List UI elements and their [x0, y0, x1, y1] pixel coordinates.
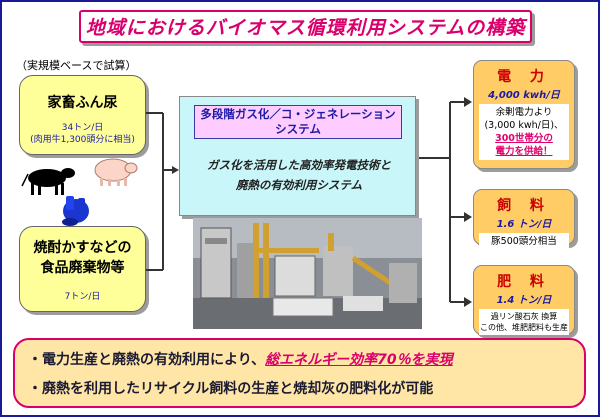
input-amount: 34トン/日: [61, 123, 104, 133]
system-title: 多段階ガス化／コ・ジェネレーション システム: [194, 105, 402, 139]
output-amount: 1.6 トン/日: [496, 219, 552, 230]
arrow-to-center: [172, 166, 179, 174]
system-box: 多段階ガス化／コ・ジェネレーション システム ガス化を活用した高効率発電技術と …: [179, 96, 416, 216]
output-detail: 余剰電力より (3,000 kwh/日)、 300世帯分の 電力を供給！: [479, 104, 569, 160]
output-amount: 1.4 トン/日: [496, 295, 552, 306]
plant-photo: [193, 218, 422, 329]
arrow-to-electricity: [464, 97, 472, 107]
input-equivalent: (肉用牛1,300頭分に相当): [30, 135, 135, 145]
output-connectors: [416, 101, 466, 303]
page-title: 地域におけるバイオマス循環利用システムの構築: [79, 10, 532, 43]
shochu-bottle-icon: [62, 196, 89, 226]
detail-line: 過リン酸石灰 換算: [490, 312, 558, 321]
input-amount: 7トン/日: [64, 292, 101, 302]
output-detail: 豚500頭分相当: [479, 233, 569, 250]
system-title-line1: 多段階ガス化／コ・ジェネレーション: [200, 107, 396, 121]
summary-line1-text: ・電力生産と廃熱の有効利用により、: [28, 352, 266, 368]
system-description-line2: 廃熱の有効利用システム: [235, 178, 363, 192]
summary-highlight: 総エネルギー効率70％を実現: [265, 352, 453, 368]
system-description-line1: ガス化を活用した高効率発電技術と: [207, 158, 391, 172]
cow-icon: [21, 168, 75, 195]
output-title: 肥 料: [497, 274, 551, 290]
output-amount: 4,000 kwh/日: [488, 90, 560, 101]
output-box-feed: 飼 料 1.6 トン/日 豚500頭分相当: [473, 189, 575, 250]
input-title-line2: 食品廃棄物等: [40, 260, 125, 276]
arrow-to-fertilizer: [464, 297, 472, 307]
arrow-to-feed: [464, 212, 472, 222]
input-box-food-waste: 焼酎かすなどの 食品廃棄物等 7トン/日: [19, 226, 146, 312]
input-title: 家畜ふん尿: [47, 95, 118, 111]
output-detail: 過リン酸石灰 換算 この他、堆肥肥料も生産: [479, 309, 569, 335]
detail-line: この他、堆肥肥料も生産: [480, 323, 568, 332]
summary-line1: ・電力生産と廃熱の有効利用により、総エネルギー効率70％を実現: [28, 349, 453, 369]
pig-icon: [94, 158, 138, 186]
system-description: ガス化を活用した高効率発電技術と 廃熱の有効利用システム: [188, 155, 410, 195]
input-title-line1: 焼酎かすなどの: [33, 240, 132, 256]
system-title-line2: システム: [275, 122, 321, 136]
output-box-fertilizer: 肥 料 1.4 トン/日 過リン酸石灰 換算 この他、堆肥肥料も生産: [473, 265, 575, 335]
input-connectors: [146, 112, 177, 271]
output-box-electricity: 電 力 4,000 kwh/日 余剰電力より (3,000 kwh/日)、 30…: [473, 60, 575, 169]
summary-line2: ・廃熱を利用したリサイクル飼料の生産と焼却灰の肥料化が可能: [28, 381, 434, 397]
summary-box: ・電力生産と廃熱の有効利用により、総エネルギー効率70％を実現 ・廃熱を利用した…: [13, 338, 586, 408]
detail-line: 余剰電力より: [495, 107, 553, 118]
output-title: 電 力: [497, 69, 551, 85]
detail-highlight: 電力を供給！: [495, 146, 553, 157]
input-box-livestock: 家畜ふん尿 34トン/日 (肉用牛1,300頭分に相当): [19, 75, 146, 155]
estimate-note: （実規模ベースで試算）: [16, 59, 137, 72]
output-title: 飼 料: [497, 198, 551, 214]
detail-line: (3,000 kwh/日)、: [484, 120, 564, 131]
detail-highlight: 300世帯分の: [495, 133, 553, 144]
